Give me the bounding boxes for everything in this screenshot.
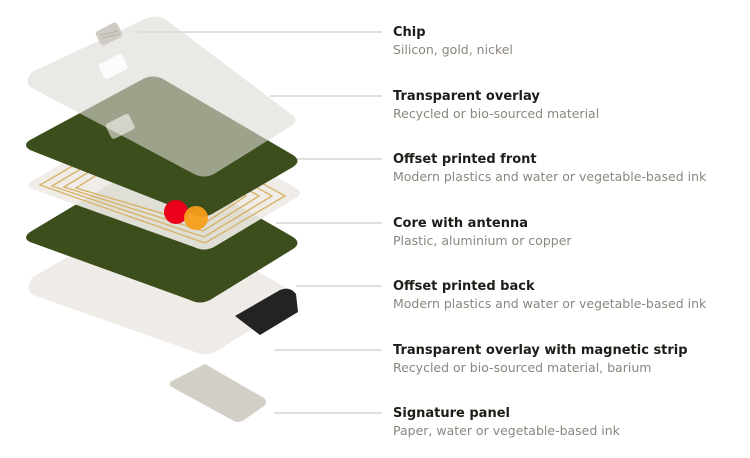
label-title: Offset printed back bbox=[393, 279, 535, 294]
label-printed-front: Offset printed front Modern plastics and… bbox=[393, 151, 706, 185]
label-subtitle: Modern plastics and water or vegetable-b… bbox=[393, 169, 707, 184]
label-title: Transparent overlay with magnetic strip bbox=[393, 343, 688, 358]
label-title: Transparent overlay bbox=[393, 89, 540, 104]
label-printed-back: Offset printed back Modern plastics and … bbox=[393, 278, 706, 312]
overlay-chip-window-top bbox=[98, 54, 128, 79]
label-magstrip-overlay: Transparent overlay with magnetic strip … bbox=[393, 342, 688, 376]
label-title: Chip bbox=[393, 25, 426, 40]
logo-orange-circle bbox=[184, 206, 208, 230]
label-subtitle: Plastic, aluminium or copper bbox=[393, 233, 572, 248]
label-transparent-overlay: Transparent overlay Recycled or bio-sour… bbox=[393, 88, 599, 122]
label-chip: Chip Silicon, gold, nickel bbox=[393, 24, 513, 58]
label-subtitle: Recycled or bio-sourced material bbox=[393, 106, 600, 121]
label-subtitle: Silicon, gold, nickel bbox=[393, 42, 513, 57]
transparent-overlay-card bbox=[27, 16, 296, 177]
chip-icon bbox=[95, 22, 123, 46]
logo-red-circle bbox=[164, 200, 188, 224]
overlay-chip-window-bottom bbox=[105, 114, 135, 139]
label-signature-panel: Signature panel Paper, water or vegetabl… bbox=[393, 405, 620, 439]
label-subtitle: Modern plastics and water or vegetable-b… bbox=[393, 296, 707, 311]
label-core-antenna: Core with antenna Plastic, aluminium or … bbox=[393, 215, 572, 249]
signature-panel bbox=[170, 364, 266, 422]
label-subtitle: Recycled or bio-sourced material, barium bbox=[393, 360, 652, 375]
label-title: Signature panel bbox=[393, 406, 510, 421]
magnetic-strip bbox=[235, 288, 298, 335]
label-title: Offset printed front bbox=[393, 152, 537, 167]
label-subtitle: Paper, water or vegetable-based ink bbox=[393, 423, 620, 438]
label-title: Core with antenna bbox=[393, 216, 529, 231]
